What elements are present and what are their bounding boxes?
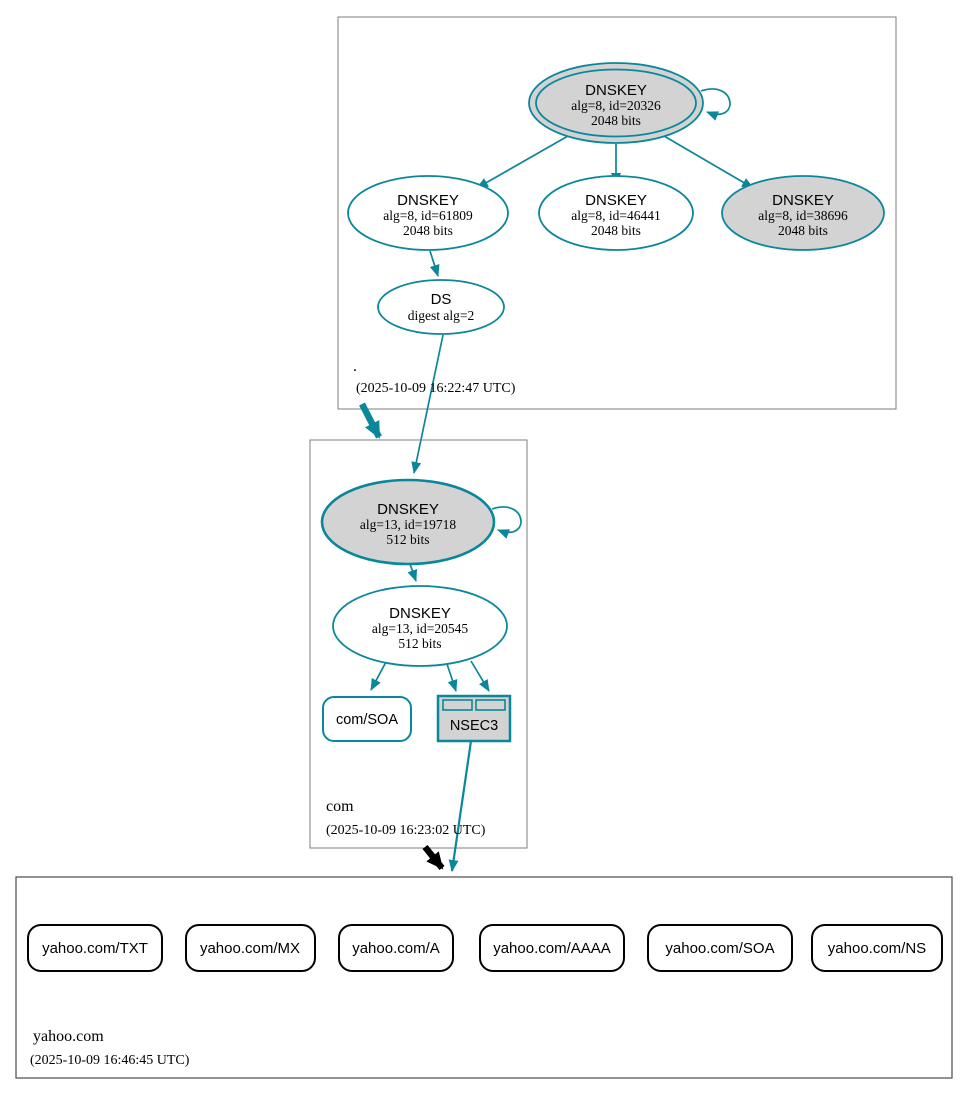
edge-com-to-yahoo-delegation — [422, 844, 445, 871]
ds-title: DS — [431, 291, 452, 308]
node-com-zsk-20545[interactable]: DNSKEY alg=13, id=20545 512 bits — [332, 585, 508, 667]
com-soa-label: com/SOA — [336, 712, 398, 728]
node-yahoo-ns[interactable]: yahoo.com/NS — [811, 924, 943, 972]
root-zsk2-title: DNSKEY — [585, 192, 647, 209]
node-root-ksk-20326[interactable]: DNSKEY alg=8, id=20326 2048 bits — [528, 62, 704, 144]
yahoo-ns-label: yahoo.com/NS — [828, 940, 926, 957]
node-root-zsk-38696[interactable]: DNSKEY alg=8, id=38696 2048 bits — [721, 175, 885, 251]
root-ksk-bits: 2048 bits — [591, 113, 641, 128]
yahoo-aaaa-label: yahoo.com/AAAA — [493, 940, 611, 957]
zone-box-root — [337, 16, 897, 410]
node-root-zsk-61809[interactable]: DNSKEY alg=8, id=61809 2048 bits — [347, 175, 509, 251]
root-ksk-title: DNSKEY — [585, 82, 647, 99]
root-ksk-detail: alg=8, id=20326 — [571, 98, 661, 113]
node-yahoo-a[interactable]: yahoo.com/A — [338, 924, 454, 972]
yahoo-mx-label: yahoo.com/MX — [200, 940, 300, 957]
node-com-soa[interactable]: com/SOA — [322, 696, 412, 742]
edge-root-to-com-delegation — [359, 402, 382, 439]
edge-com-zsk-to-nsec3-right — [470, 660, 490, 692]
node-com-nsec3[interactable]: NSEC3 — [436, 694, 512, 743]
edge-root-ksk-to-zsk3 — [663, 135, 754, 189]
ds-detail: digest alg=2 — [408, 308, 474, 323]
edge-root-ksk-to-zsk1 — [476, 135, 569, 189]
edge-ds-to-com-ksk — [411, 334, 444, 474]
node-yahoo-soa[interactable]: yahoo.com/SOA — [647, 924, 793, 972]
zone-label-com: com — [326, 798, 354, 815]
root-zsk3-detail: alg=8, id=38696 — [758, 208, 848, 223]
zone-box-com — [309, 439, 528, 849]
node-root-zsk-46441[interactable]: DNSKEY alg=8, id=46441 2048 bits — [538, 175, 694, 251]
root-zsk1-title: DNSKEY — [397, 192, 459, 209]
node-yahoo-txt[interactable]: yahoo.com/TXT — [27, 924, 163, 972]
zone-label-yahoo: yahoo.com — [33, 1028, 104, 1045]
com-ksk-detail: alg=13, id=19718 — [360, 517, 456, 532]
root-zsk1-detail: alg=8, id=61809 — [383, 208, 473, 223]
node-yahoo-mx[interactable]: yahoo.com/MX — [185, 924, 316, 972]
node-com-ksk-19718[interactable]: DNSKEY alg=13, id=19718 512 bits — [320, 478, 496, 566]
edge-com-ksk-self-sign — [491, 506, 522, 539]
yahoo-txt-label: yahoo.com/TXT — [42, 940, 148, 957]
zone-box-yahoo — [15, 876, 953, 1079]
edge-com-zsk-to-nsec3-left — [446, 663, 458, 692]
zone-timestamp-yahoo: (2025-10-09 16:46:45 UTC) — [30, 1053, 190, 1068]
edge-zsk1-to-ds — [429, 250, 440, 277]
edge-com-zsk-to-soa — [370, 661, 387, 691]
zone-timestamp-com: (2025-10-09 16:23:02 UTC) — [326, 823, 486, 838]
com-zsk-bits: 512 bits — [398, 636, 441, 651]
com-zsk-title: DNSKEY — [389, 605, 451, 622]
root-zsk2-detail: alg=8, id=46441 — [571, 208, 660, 223]
root-zsk2-bits: 2048 bits — [591, 223, 641, 238]
zone-timestamp-root: (2025-10-09 16:22:47 UTC) — [356, 381, 516, 396]
edge-com-ksk-to-zsk — [407, 563, 418, 582]
edge-nsec3-to-yahoo — [448, 740, 473, 872]
node-root-ds[interactable]: DS digest alg=2 — [377, 279, 505, 335]
yahoo-a-label: yahoo.com/A — [352, 940, 440, 957]
root-zsk1-bits: 2048 bits — [403, 223, 453, 238]
yahoo-soa-label: yahoo.com/SOA — [665, 940, 774, 957]
edge-root-ksk-self-sign — [700, 88, 731, 121]
com-ksk-bits: 512 bits — [386, 532, 429, 547]
root-zsk3-bits: 2048 bits — [778, 223, 828, 238]
com-zsk-detail: alg=13, id=20545 — [372, 621, 468, 636]
root-zsk3-title: DNSKEY — [772, 192, 834, 209]
nsec3-label: NSEC3 — [450, 718, 498, 734]
com-ksk-title: DNSKEY — [377, 501, 439, 518]
node-yahoo-aaaa[interactable]: yahoo.com/AAAA — [479, 924, 625, 972]
zone-label-root: . — [353, 358, 357, 375]
